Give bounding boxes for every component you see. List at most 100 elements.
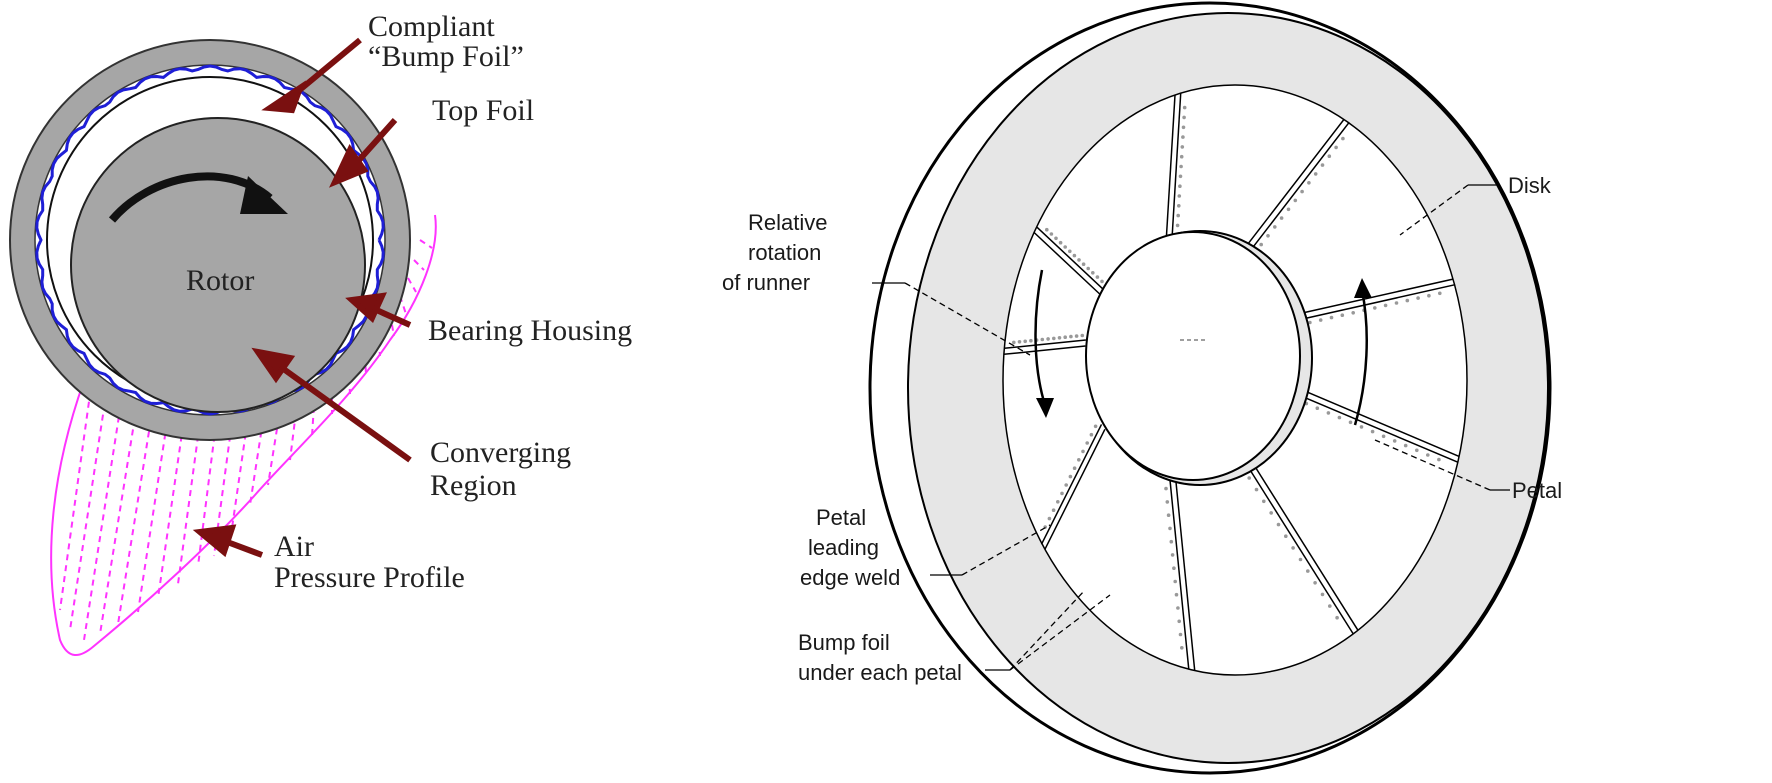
left-callout-arrows (192, 37, 412, 558)
weld-dot (1178, 184, 1182, 188)
weld-dot (1012, 340, 1016, 345)
weld-dot (1057, 336, 1062, 340)
weld-dot (1326, 411, 1331, 415)
weld-dot (1178, 632, 1183, 637)
weld-dot (1168, 526, 1172, 531)
weld-dot (1081, 449, 1085, 454)
pressure-hatch-line (83, 383, 125, 641)
weld-dot (1180, 145, 1185, 149)
weld-dot (1300, 189, 1304, 194)
rotation-arrowhead (240, 176, 288, 214)
thrust-foil-bearing: Relative rotation of runner Disk Petal P… (722, 1, 1562, 775)
weld-dot (1093, 424, 1098, 429)
callout-compliant: Compliant (368, 10, 495, 43)
petal-divider-line (1301, 388, 1460, 458)
callout-air: Air (274, 530, 314, 563)
weld-dot (1340, 313, 1345, 318)
weld-dot (1182, 105, 1187, 110)
weld-dot (1266, 234, 1270, 238)
callout-leading: leading (808, 535, 879, 560)
weld-dot (1383, 303, 1388, 308)
weld-dot (1405, 298, 1410, 303)
weld-dot (1017, 340, 1022, 344)
pressure-hatch-line (419, 239, 433, 249)
weld-dot (1068, 474, 1073, 479)
weld-dot (1063, 335, 1067, 340)
weld-dot (1348, 420, 1353, 425)
weld-dot (1337, 415, 1342, 420)
weld-dot (1315, 406, 1320, 411)
weld-dot (1359, 425, 1364, 429)
weld-dot (1077, 258, 1081, 262)
weld-dot (1286, 207, 1291, 212)
weld-dot (1173, 579, 1177, 584)
callout-top-foil: Top Foil (432, 94, 534, 127)
weld-dot (1269, 511, 1273, 515)
weld-dot (1320, 592, 1325, 597)
weld-dot (1284, 534, 1288, 538)
rotation-arrow-right (1353, 289, 1368, 426)
weld-dot (1276, 522, 1281, 527)
weld-dot (1427, 293, 1431, 298)
foil-gap (126, 109, 144, 121)
callout-disk: Disk (1508, 173, 1552, 198)
weld-dot (1181, 135, 1185, 139)
weld-dot (1175, 223, 1180, 228)
weld-dot (1415, 448, 1419, 453)
weld-dot (1373, 306, 1377, 310)
weld-dot (1054, 236, 1058, 241)
weld-dot (1165, 500, 1170, 504)
weld-dot (1178, 174, 1183, 179)
weld-dot (1045, 227, 1049, 232)
petal-divider-line (1036, 226, 1104, 290)
weld-dot (1174, 592, 1179, 597)
weld-dot (1291, 546, 1295, 550)
petal-divider-line (1252, 463, 1359, 631)
petal-divider-line (1165, 95, 1176, 236)
weld-dot (1164, 486, 1168, 491)
weld-dot (1334, 145, 1338, 150)
weld-dot (1080, 333, 1085, 338)
weld-dot (1100, 279, 1104, 284)
weld-dot (1351, 311, 1355, 315)
weld-dot (1068, 249, 1072, 254)
petal-divider-line (1004, 339, 1086, 350)
callout-pressure-profile: Pressure Profile (274, 561, 465, 594)
callout-of-runner: of runner (722, 270, 810, 295)
weld-dot (1306, 569, 1310, 573)
petal-divider-line (1171, 93, 1182, 234)
callout-under-each-petal: under each petal (798, 660, 962, 685)
weld-dot (1416, 296, 1420, 300)
weld-dot (1069, 334, 1073, 339)
weld-dot (1341, 136, 1345, 141)
weld-dot (1320, 163, 1325, 167)
weld-dot (1052, 336, 1056, 341)
weld-dot (1318, 318, 1323, 322)
weld-dot (1426, 453, 1430, 457)
callout-petal-word: Petal (816, 505, 866, 530)
weld-dot (1060, 491, 1064, 496)
weld-dot (1177, 204, 1181, 208)
weld-dot (1051, 508, 1056, 512)
weld-dot (1172, 566, 1176, 570)
weld-dot (1328, 604, 1332, 608)
weld-dot (1370, 429, 1375, 434)
weld-dot (1335, 615, 1339, 620)
callout-edge-weld: edge weld (800, 565, 900, 590)
weld-dot (1273, 225, 1277, 229)
weld-dot (1182, 115, 1186, 120)
right-leader-lines (872, 184, 1510, 671)
weld-dot (1049, 232, 1054, 236)
weld-dot (1262, 499, 1266, 504)
weld-dot (1064, 483, 1068, 487)
weld-dot (1063, 245, 1067, 249)
petal-divider-line (1246, 119, 1345, 247)
weld-dot (1072, 466, 1077, 471)
weld-dot (1176, 606, 1180, 610)
weld-dot (1023, 339, 1027, 344)
weld-dot (1074, 334, 1079, 338)
weld-dot (1047, 516, 1052, 521)
petal-divider-line (1251, 121, 1350, 250)
inner-bore (1085, 231, 1301, 481)
weld-dot (1170, 553, 1175, 557)
